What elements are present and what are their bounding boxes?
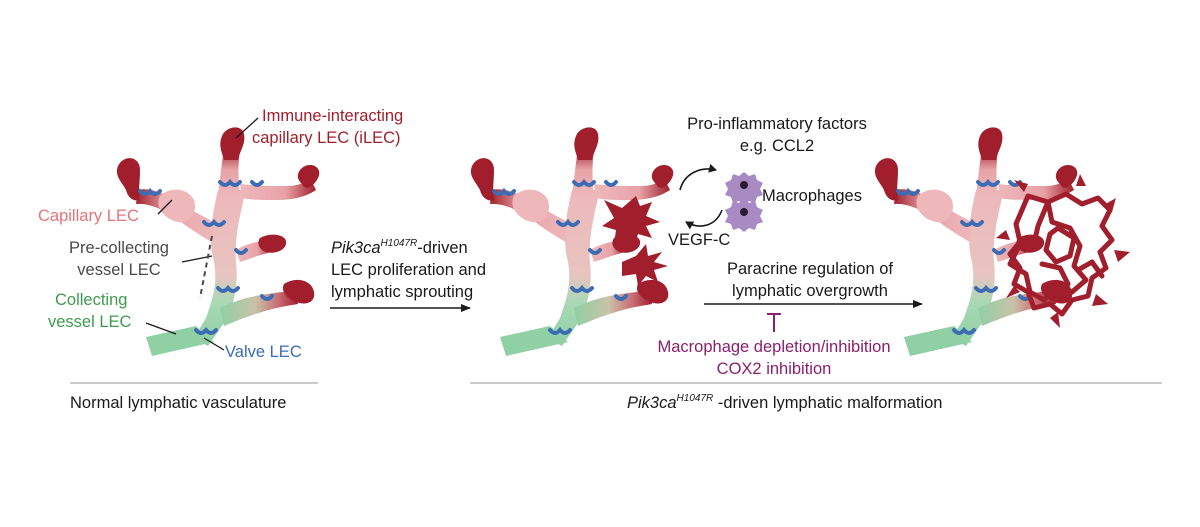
label-capillary-lec: Capillary LEC bbox=[38, 207, 139, 225]
label-precollecting-line1: Pre-collecting bbox=[69, 239, 169, 257]
caption-suffix: -driven lymphatic malformation bbox=[713, 394, 943, 412]
caption-malformation: Pik3caH1047R -driven lymphatic malformat… bbox=[627, 393, 942, 414]
label-precollecting-line2: vessel LEC bbox=[77, 261, 161, 279]
arrow1-line1: Pik3caH1047R-driven bbox=[331, 238, 468, 259]
cycle-arrow-top bbox=[679, 163, 717, 191]
label-valve-lec: Valve LEC bbox=[225, 343, 302, 361]
inhibition-line1: Macrophage depletion/inhibition bbox=[657, 338, 891, 356]
arrow1-line2: LEC proliferation and bbox=[331, 261, 487, 279]
caption-allele: H1047R bbox=[676, 393, 714, 404]
sprouting-vessel-tree bbox=[468, 125, 676, 358]
arrow1-suffix: -driven bbox=[417, 239, 468, 257]
precollecting-dash bbox=[199, 235, 213, 299]
label-ilec-line2: capillary LEC (iLEC) bbox=[252, 129, 401, 147]
caption-gene: Pik3ca bbox=[627, 394, 677, 412]
arrow1-line3: lymphatic sprouting bbox=[331, 283, 474, 301]
caption-normal: Normal lymphatic vasculature bbox=[70, 394, 287, 412]
arrow2-line2: lymphatic overgrowth bbox=[732, 282, 888, 300]
gene-name: Pik3ca bbox=[331, 239, 381, 257]
inhibition-line2: COX2 inhibition bbox=[716, 360, 832, 378]
label-ilec-line1: Immune-interacting bbox=[262, 107, 404, 125]
macrophages-label: Macrophages bbox=[762, 187, 862, 205]
malformed-vessel-tree bbox=[872, 125, 1130, 358]
macrophage-icon bbox=[725, 172, 763, 205]
factors-line1: Pro-inflammatory factors bbox=[687, 115, 867, 133]
arrow2-line1: Paracrine regulation of bbox=[726, 260, 893, 278]
allele-superscript: H1047R bbox=[380, 238, 418, 249]
inhibition-symbol bbox=[767, 313, 781, 332]
label-collecting-line2: vessel LEC bbox=[48, 313, 132, 331]
factors-line2: e.g. CCL2 bbox=[739, 137, 815, 155]
macrophage-icon bbox=[725, 199, 763, 232]
label-collecting-line1: Collecting bbox=[55, 291, 128, 309]
cycle-arrow-bottom bbox=[685, 209, 723, 230]
leader-lines bbox=[145, 117, 259, 351]
vegf-c-label: VEGF-C bbox=[668, 231, 731, 249]
